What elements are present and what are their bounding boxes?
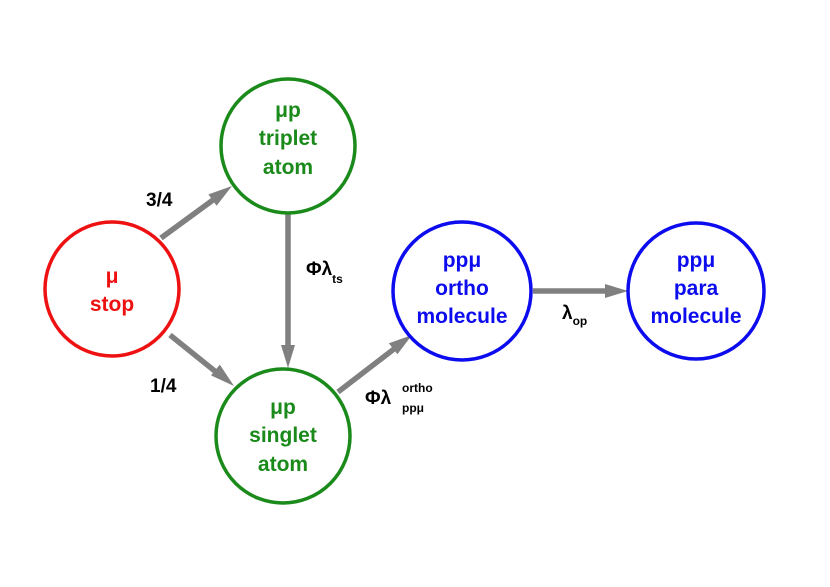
- node-triplet-atom-circle: [219, 77, 357, 215]
- node-triplet-atom-line-2: triplet: [259, 127, 317, 150]
- arrows: [159, 186, 628, 395]
- node-singlet-atom-line-3: atom: [258, 453, 308, 476]
- node-para-molecule: ppμ para molecule: [626, 221, 766, 361]
- node-para-molecule-line-2: para: [674, 277, 719, 300]
- node-ortho-molecule: ppμ ortho molecule: [391, 220, 533, 362]
- arrow-ortho-to-para: [533, 284, 628, 298]
- edge-label-triplet-to-singlet: Φλts: [306, 259, 343, 286]
- node-ortho-molecule-circle: [391, 220, 533, 362]
- node-ortho-molecule-line-2: ortho: [435, 277, 489, 300]
- node-singlet-atom-circle: [214, 367, 352, 505]
- node-mu-stop-line-1: μ: [106, 265, 119, 288]
- node-ortho-molecule-line-1: ppμ: [443, 249, 482, 272]
- arrow-stop-to-triplet: [159, 186, 232, 241]
- node-singlet-atom-line-1: μp: [270, 396, 296, 419]
- node-singlet-atom: μp singlet atom: [214, 367, 352, 505]
- node-triplet-atom: μp triplet atom: [219, 77, 357, 215]
- edge-label-ortho-to-para-sub: op: [573, 314, 588, 328]
- edge-label-triplet-to-singlet-sub: ts: [332, 272, 343, 286]
- node-mu-stop-circle: [43, 220, 181, 358]
- edge-label-singlet-to-ortho-sup: ortho: [402, 381, 433, 395]
- node-singlet-atom-line-2: singlet: [249, 424, 317, 447]
- edge-label-singlet-to-ortho-sub: ppμ: [402, 401, 424, 415]
- node-mu-stop-line-2: stop: [90, 293, 134, 316]
- edge-label-ortho-to-para-main: λ: [562, 303, 573, 324]
- arrow-triplet-to-singlet: [281, 213, 295, 368]
- edge-label-triplet-to-singlet-main: Φλ: [306, 259, 333, 280]
- node-ortho-molecule-line-3: molecule: [416, 305, 507, 328]
- arrow-stop-to-singlet: [168, 332, 234, 386]
- node-para-molecule-line-1: ppμ: [677, 249, 716, 272]
- node-mu-stop: μ stop: [43, 220, 181, 358]
- node-para-molecule-line-3: molecule: [650, 305, 741, 328]
- edge-label-stop-to-singlet: 1/4: [150, 376, 177, 397]
- edge-label-stop-to-triplet: 3/4: [146, 190, 173, 211]
- arrow-singlet-to-ortho: [336, 335, 412, 395]
- node-triplet-atom-line-1: μp: [275, 99, 301, 122]
- edge-label-singlet-to-ortho-main: Φλ: [365, 388, 392, 409]
- node-triplet-atom-line-3: atom: [263, 156, 313, 179]
- edge-label-ortho-to-para: λop: [562, 303, 587, 328]
- node-para-molecule-circle: [626, 221, 766, 361]
